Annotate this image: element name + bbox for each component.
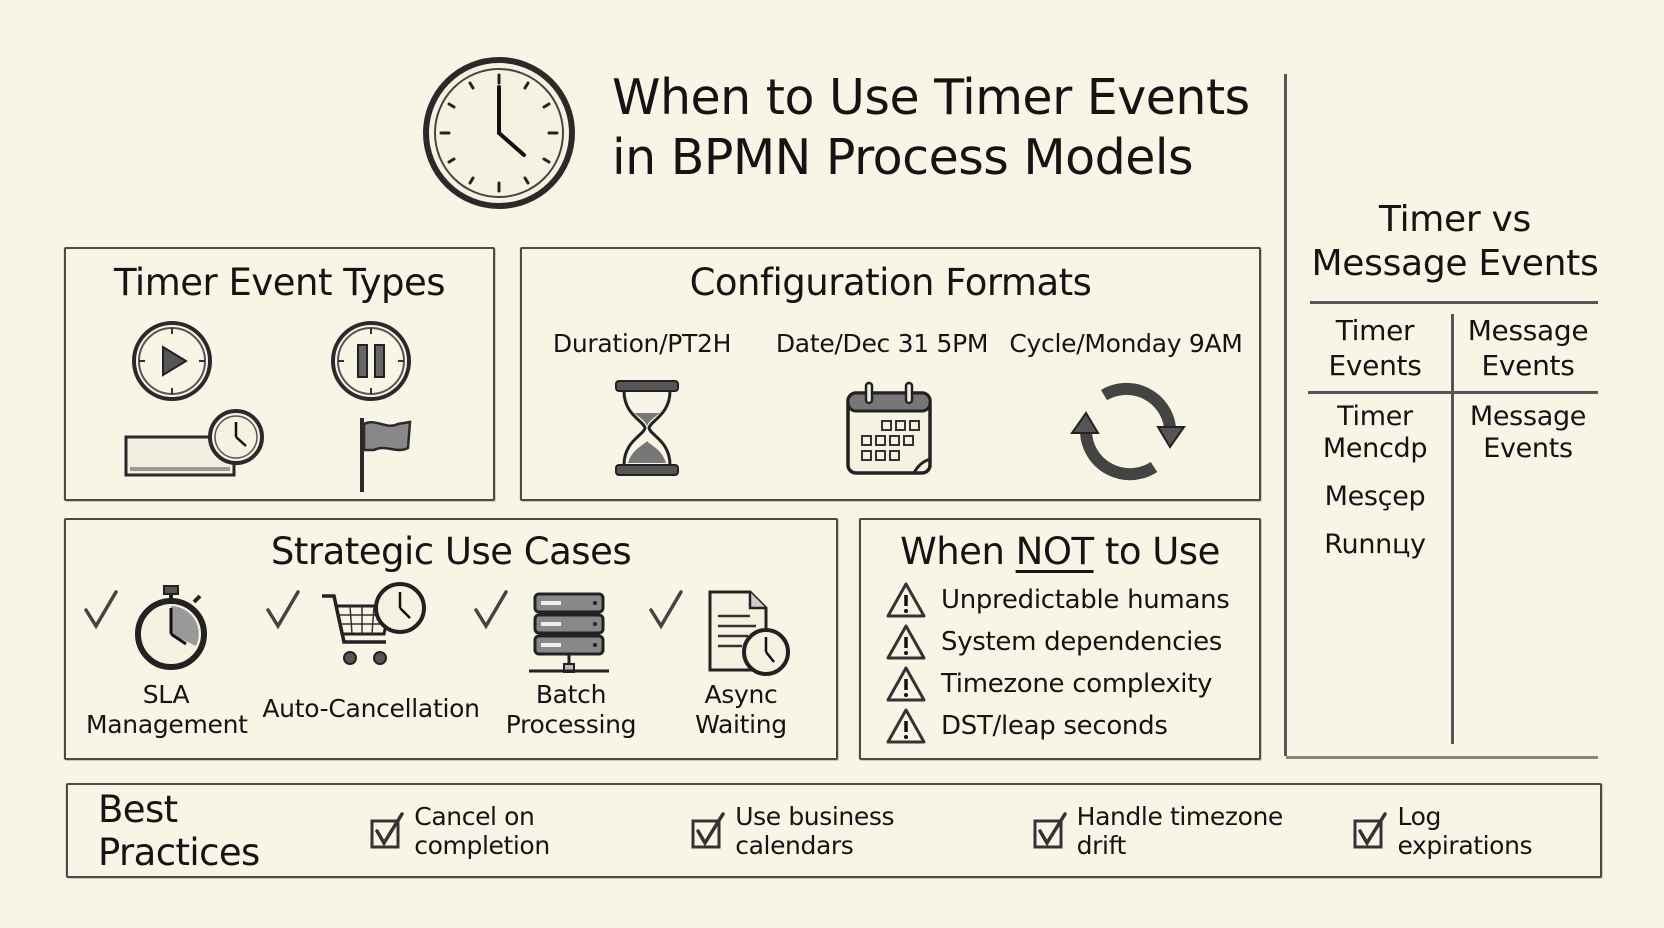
best-practice-item: Log expirations	[1353, 802, 1574, 860]
cycle-arrows-icon	[1070, 377, 1186, 485]
format-label-cycle: Cycle/Monday 9AM	[1009, 329, 1243, 358]
checkbox-checked-icon	[691, 811, 726, 848]
best-practice-item: Cancel on completion	[370, 802, 665, 860]
warning-item: Unpredictable humans	[885, 580, 1230, 620]
use-case-label-auto-cancellation: Auto-Cancellation	[262, 694, 480, 723]
page-title-line1: When to Use Timer Events	[612, 69, 1250, 126]
comparison-header-timer: Timer Events	[1328, 314, 1422, 382]
intermediate-timer-pause-icon	[329, 319, 413, 407]
stopwatch-icon	[134, 584, 210, 674]
boundary-timer-task-icon	[124, 409, 264, 485]
use-case-label-batch: Batch Processing	[505, 680, 637, 739]
use-case-label-async: Async Waiting	[695, 680, 787, 739]
page-title: When to Use Timer Events in BPMN Process…	[612, 68, 1250, 188]
checkbox-checked-icon	[370, 811, 405, 848]
comparison-cell: Message	[1469, 401, 1587, 432]
comparison-col-left: Timer Mencdp Mesçep Runnцy	[1310, 401, 1440, 561]
use-case-label-sla: SLA Management	[86, 680, 248, 739]
best-practice-item: Handle timezone drift	[1033, 802, 1328, 860]
comparison-title: Timer vs Message Events	[1311, 199, 1599, 284]
warning-item: System dependencies	[885, 622, 1222, 662]
warning-item: DST/leap seconds	[885, 706, 1168, 746]
comparison-cell: Mencdp	[1322, 433, 1428, 464]
timer-event-types-panel: Timer Event Types	[64, 247, 495, 501]
configuration-formats-title: Configuration Formats	[689, 261, 1092, 304]
best-practice-item: Use business calendars	[691, 802, 1006, 860]
timer-event-types-title: Timer Event Types	[113, 261, 446, 304]
comparison-header-top-line	[1310, 301, 1598, 304]
warning-item: Timezone complexity	[885, 664, 1213, 704]
when-not-to-use-title: When NOT to Use	[900, 530, 1220, 573]
warning-icon	[886, 666, 926, 702]
comparison-cell: Timer	[1337, 401, 1413, 432]
cart-clock-icon	[320, 582, 430, 676]
document-clock-icon	[706, 590, 796, 684]
check-icon	[84, 590, 118, 634]
calendar-icon	[844, 381, 934, 481]
configuration-formats-panel: Configuration Formats Duration/PT2H Date…	[520, 247, 1261, 501]
comparison-cell: Runnцy	[1324, 529, 1426, 560]
server-stack-icon	[527, 592, 611, 682]
checkbox-checked-icon	[1033, 811, 1067, 848]
comparison-header-message: Message Events	[1467, 314, 1589, 382]
hourglass-icon	[614, 379, 680, 481]
right-panel-divider	[1284, 74, 1287, 756]
check-icon	[474, 590, 508, 634]
comparison-cell: Mesçep	[1324, 481, 1426, 512]
warning-icon	[886, 624, 926, 660]
warning-icon	[886, 582, 926, 618]
warning-icon	[886, 708, 926, 744]
best-practices-title: Best Practices	[98, 787, 260, 874]
check-icon	[649, 590, 683, 634]
start-timer-play-icon	[130, 319, 214, 407]
checkbox-checked-icon	[1353, 811, 1388, 848]
strategic-use-cases-panel: Strategic Use Cases	[64, 518, 838, 760]
page-title-line2: in BPMN Process Models	[612, 129, 1194, 186]
comparison-col-right: Message Events	[1456, 401, 1600, 465]
end-flag-icon	[356, 414, 416, 498]
right-panel-bottom-line	[1286, 756, 1598, 759]
format-label-date: Date/Dec 31 5PM	[775, 329, 989, 358]
best-practices-panel: Best Practices Cancel on completion Use …	[66, 783, 1602, 878]
format-label-duration: Duration/PT2H	[552, 329, 732, 358]
check-icon	[266, 590, 300, 634]
strategic-use-cases-title: Strategic Use Cases	[270, 530, 632, 573]
comparison-cell: Events	[1483, 433, 1573, 464]
header-clock-icon	[421, 55, 577, 211]
when-not-to-use-panel: When NOT to Use Unpredictable humans Sys…	[859, 518, 1261, 760]
comparison-column-divider	[1451, 314, 1454, 744]
comparison-header-bottom-line	[1308, 391, 1598, 394]
